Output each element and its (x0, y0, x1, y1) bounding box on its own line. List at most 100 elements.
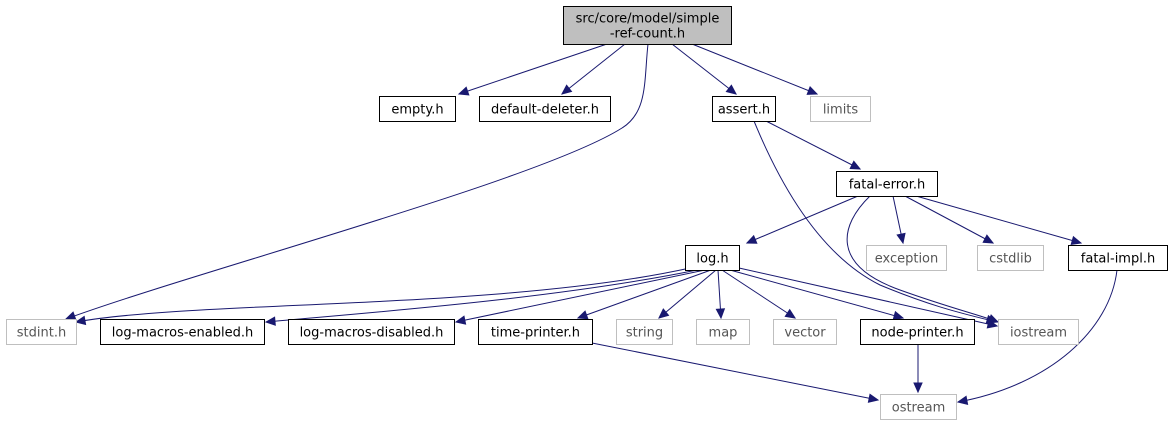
node-label: log-macros-disabled.h (300, 326, 444, 341)
node-exception: exception (866, 245, 947, 271)
node-fatal-error[interactable]: fatal-error.h (836, 171, 938, 197)
node-assert[interactable]: assert.h (712, 96, 776, 122)
edge-fatal-error-to-iostream (846, 195, 1000, 324)
node-stdint: stdint.h (6, 319, 77, 345)
node-box (773, 319, 837, 345)
node-box (866, 245, 947, 271)
node-default-deleter[interactable]: default-deleter.h (479, 96, 611, 122)
node-label: empty.h (391, 103, 443, 118)
node-label: cstdlib (989, 252, 1032, 267)
arrowhead-icon (576, 310, 589, 320)
edge-line (729, 269, 904, 319)
edge-root-to-default-deleter (561, 43, 626, 95)
node-empty[interactable]: empty.h (379, 96, 456, 122)
node-limits: limits (810, 96, 871, 122)
edge-log-to-stdint (74, 267, 691, 326)
node-label: vector (784, 326, 826, 341)
edge-line (753, 120, 997, 323)
node-log[interactable]: log.h (685, 245, 740, 271)
arrowhead-icon (896, 232, 906, 245)
arrowhead-icon (986, 319, 999, 329)
arrowhead-icon (956, 395, 969, 405)
node-log-macros-disabled[interactable]: log-macros-disabled.h (288, 319, 455, 345)
arrowhead-icon (74, 315, 87, 326)
node-label: ostream (892, 401, 946, 416)
node-cstdlib: cstdlib (977, 245, 1044, 271)
node-label: src/core/model/simple (576, 12, 720, 27)
node-box (696, 319, 750, 345)
nodes-layer: src/core/model/simple-ref-count.h empty.h… (6, 6, 1168, 420)
node-log-macros-enabled[interactable]: log-macros-enabled.h (100, 319, 265, 345)
edge-fatal-error-to-log (745, 195, 859, 244)
node-box (379, 96, 456, 122)
edge-log-to-log-macros-enabled (264, 269, 698, 326)
edge-log-to-log-macros-disabled (454, 269, 706, 325)
edge-log-to-string (658, 269, 717, 319)
node-label: iostream (1010, 326, 1067, 341)
edge-log-to-time-printer (576, 269, 712, 320)
arrowhead-icon (867, 393, 880, 403)
edge-root-to-assert (671, 43, 737, 95)
node-box (998, 319, 1079, 345)
edge-time-printer-to-ostream (591, 342, 880, 403)
node-box (479, 96, 611, 122)
edge-line (577, 269, 712, 319)
node-label: exception (875, 252, 939, 267)
edge-line (904, 195, 994, 244)
edge-line (915, 195, 1082, 244)
edge-line (765, 120, 861, 170)
edge-line (265, 269, 698, 323)
edge-line (591, 342, 879, 401)
arrowhead-icon (784, 308, 797, 319)
node-label: assert.h (718, 103, 770, 118)
arrowhead-icon (725, 84, 737, 95)
arrowhead-icon (264, 316, 276, 326)
node-label: default-deleter.h (491, 103, 599, 118)
arrowhead-icon (892, 310, 905, 321)
node-box (685, 245, 740, 271)
edge-line (658, 269, 717, 319)
node-root[interactable]: src/core/model/simple-ref-count.h (563, 6, 732, 45)
node-fatal-impl[interactable]: fatal-impl.h (1068, 245, 1168, 271)
node-label: map (709, 326, 738, 341)
edge-line (721, 269, 796, 319)
edges-layer (64, 43, 1118, 405)
node-iostream: iostream (998, 319, 1079, 345)
node-vector: vector (773, 319, 837, 345)
edge-line (738, 267, 998, 327)
node-box (478, 319, 593, 345)
edge-line (455, 269, 706, 323)
node-label: -ref-count.h (610, 27, 685, 42)
edge-line (65, 43, 649, 320)
node-box (977, 245, 1044, 271)
node-box (860, 319, 975, 345)
edge-root-to-limits (691, 43, 819, 95)
arrowhead-icon (454, 315, 467, 325)
edge-line (458, 43, 608, 95)
edge-node-printer-to-ostream (913, 344, 923, 394)
node-label: log.h (696, 252, 728, 267)
node-label: fatal-impl.h (1081, 252, 1155, 267)
arrowhead-icon (987, 314, 1000, 324)
edge-log-to-iostream (738, 267, 999, 329)
node-label: fatal-error.h (849, 178, 926, 193)
node-box (6, 319, 77, 345)
node-node-printer[interactable]: node-printer.h (860, 319, 975, 345)
arrowhead-icon (982, 234, 995, 244)
node-label: log-macros-enabled.h (112, 326, 253, 341)
edge-assert-to-iostream (753, 120, 998, 325)
arrowhead-icon (745, 234, 758, 244)
node-box (836, 171, 938, 197)
edge-log-to-vector (721, 269, 797, 319)
node-box (100, 319, 265, 345)
node-box (712, 96, 776, 122)
node-label: limits (823, 103, 859, 118)
edge-line (75, 267, 691, 323)
edge-assert-to-fatal-error (765, 120, 862, 170)
arrowhead-icon (913, 382, 923, 394)
node-time-printer[interactable]: time-printer.h (478, 319, 593, 345)
edge-line (671, 43, 737, 95)
edge-line (957, 269, 1118, 403)
arrowhead-icon (849, 160, 862, 170)
